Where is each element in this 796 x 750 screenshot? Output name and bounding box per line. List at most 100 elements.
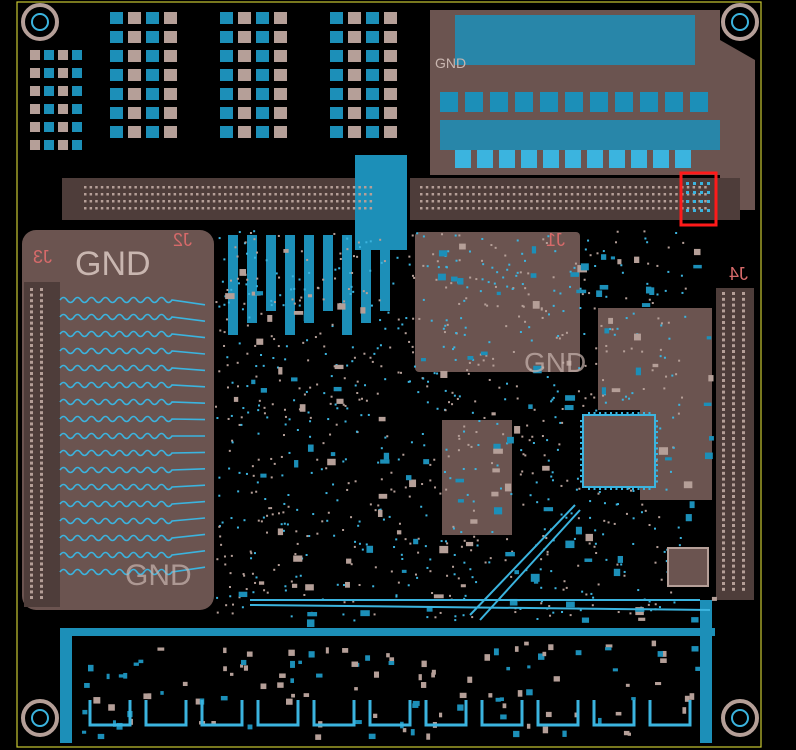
copper-power-pour-2[interactable] [440, 120, 720, 150]
via [343, 377, 346, 380]
connector-pin [722, 518, 725, 522]
smd-pad [316, 673, 323, 678]
smd-pad [513, 730, 520, 738]
gnd-pour-j3[interactable] [22, 230, 214, 610]
connector-pin [570, 186, 574, 189]
qfn-package[interactable] [582, 414, 656, 488]
connector-pin [173, 186, 177, 189]
connector-pin [742, 408, 745, 411]
connector-pin [732, 344, 735, 348]
via [667, 246, 670, 249]
via [511, 550, 514, 553]
via [463, 539, 466, 542]
copper-bus-left[interactable] [60, 628, 72, 743]
via [488, 561, 491, 564]
smd-pad [365, 655, 371, 661]
gnd-pour-j1[interactable] [415, 232, 580, 372]
via [371, 360, 374, 363]
connector-pin [123, 207, 126, 210]
smd-pad [584, 558, 593, 562]
mounting-hole-icon [721, 3, 759, 41]
smd-pad [682, 707, 687, 714]
connector-pin [460, 193, 464, 196]
connector-pin [732, 547, 735, 551]
via [505, 325, 508, 328]
via [400, 371, 403, 374]
via [219, 329, 222, 332]
via [240, 416, 243, 419]
via [361, 548, 364, 551]
via [305, 390, 308, 393]
connector-pin [582, 200, 585, 203]
connector-pin [732, 477, 735, 481]
connector-pin [302, 207, 305, 210]
via [257, 432, 260, 435]
connector-pin [369, 186, 373, 189]
connector-pin [274, 186, 277, 189]
connector-pin [40, 568, 43, 571]
copper-bus-right[interactable] [700, 600, 712, 743]
via [343, 300, 346, 303]
connector-pin [40, 461, 43, 465]
smd-pad [110, 31, 123, 43]
via [482, 263, 485, 266]
via [270, 335, 273, 338]
connector-pin [89, 207, 93, 210]
via [447, 250, 450, 253]
via [412, 351, 415, 354]
via [416, 232, 419, 235]
connector-pin [722, 477, 725, 481]
connector-pin [40, 562, 43, 566]
connector-pin [369, 207, 373, 210]
selection-highlight[interactable] [679, 171, 718, 227]
connector-pin [547, 186, 551, 189]
via [358, 246, 361, 249]
serpentine-trace [59, 449, 206, 457]
via [306, 258, 309, 261]
via [573, 266, 576, 269]
via [342, 403, 345, 406]
smd-pad [182, 681, 188, 687]
smd-pad [689, 501, 695, 509]
copper-trunk[interactable] [355, 155, 407, 250]
smd-pad [366, 126, 379, 138]
bus-trace [247, 235, 257, 323]
smd-pad [421, 358, 426, 362]
copper-power-pour[interactable] [455, 15, 695, 65]
connector-pin [611, 186, 614, 189]
connector-pin [173, 207, 177, 210]
via [496, 464, 499, 467]
smd-pad [491, 491, 499, 497]
pour-region-mid[interactable] [442, 420, 512, 535]
connector-pin [732, 442, 735, 446]
connector-pin [190, 186, 193, 189]
copper-bus-bottom[interactable] [60, 628, 715, 636]
smd-pad [93, 697, 101, 704]
connector-pin [218, 186, 221, 189]
connector-pin [30, 344, 33, 347]
connector-pin [224, 200, 227, 203]
via [405, 317, 408, 320]
connector-pin [742, 361, 745, 365]
connector-pin [611, 207, 614, 210]
via [596, 252, 599, 255]
connector-pin [162, 186, 165, 189]
connector-pin [134, 186, 137, 189]
connector-pin [692, 193, 696, 196]
smd-pad [223, 666, 227, 672]
connector-pin [145, 207, 149, 210]
smd-pad [138, 659, 144, 664]
connector-pin [732, 396, 735, 400]
connector-pin [84, 207, 87, 210]
connector-strip-right[interactable] [410, 178, 740, 220]
component-footprint[interactable] [667, 547, 709, 587]
via [446, 323, 449, 326]
qfn-pin [580, 425, 583, 428]
via [330, 375, 333, 378]
via [475, 581, 478, 584]
smd-pad [467, 676, 473, 683]
pour-region-right[interactable] [598, 308, 712, 500]
connector-strip-left[interactable] [62, 178, 362, 220]
